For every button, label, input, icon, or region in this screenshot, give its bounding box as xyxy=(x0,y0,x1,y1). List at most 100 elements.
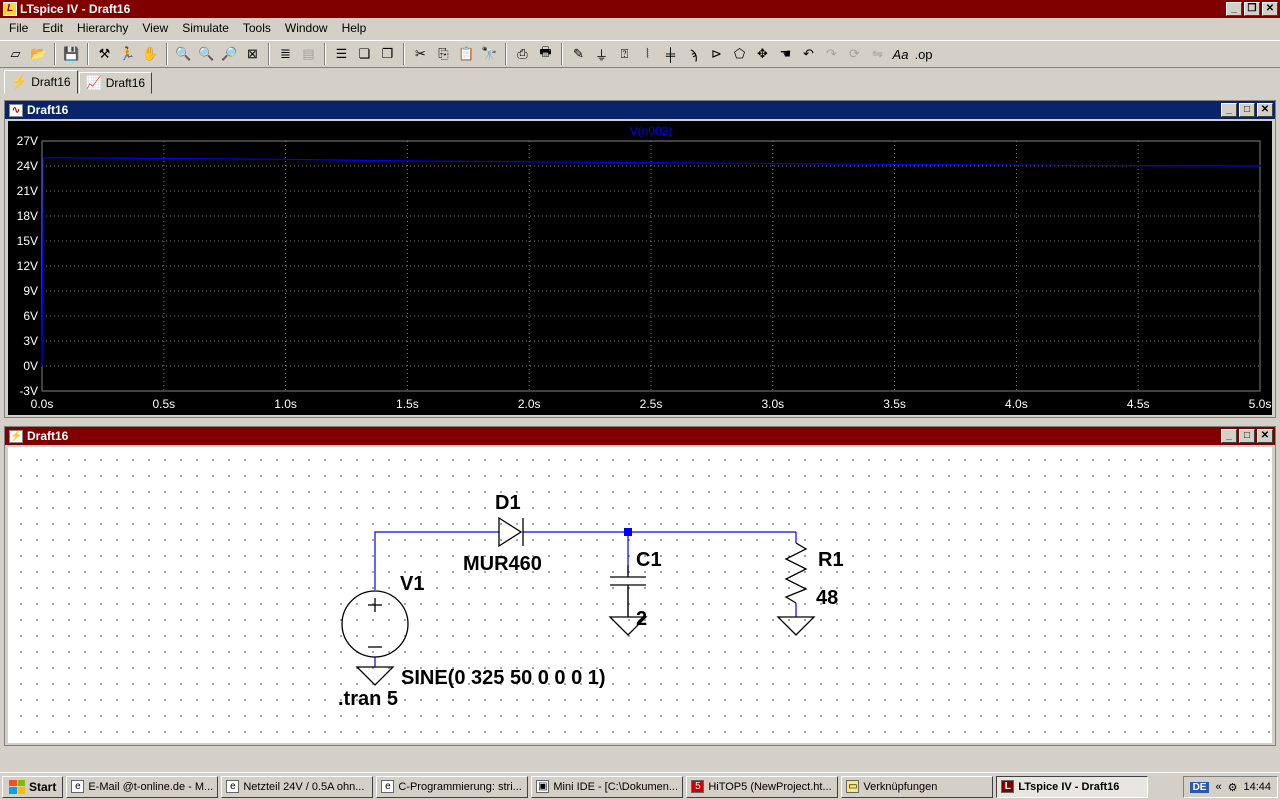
taskbar-item-mini-ide[interactable]: ▣ Mini IDE - [C:\Dokumen... xyxy=(531,775,684,798)
resistor-icon[interactable]: ⦚ xyxy=(646,46,649,61)
series-point-vn002 xyxy=(1259,165,1261,167)
save-icon[interactable]: 💾 xyxy=(63,46,80,61)
tile-horizontal-icon[interactable]: ☰ xyxy=(335,46,348,61)
drag-icon[interactable]: ☚ xyxy=(779,46,792,61)
c1-name[interactable]: C1 xyxy=(636,549,662,571)
zoom-fit-icon[interactable]: ⊠ xyxy=(247,46,258,61)
r1-name[interactable]: R1 xyxy=(818,549,844,571)
close-button[interactable]: ✕ xyxy=(1262,2,1278,16)
tray-expand-icon[interactable]: « xyxy=(1215,781,1222,793)
series-point-vn002 xyxy=(163,157,165,160)
schematic-minimize-button[interactable]: _ xyxy=(1221,429,1237,443)
undo-icon[interactable]: ↶ xyxy=(803,46,814,61)
print-icon[interactable]: 🖶 xyxy=(539,44,552,59)
open-icon[interactable]: 📂 xyxy=(30,46,47,61)
c1-value[interactable]: 2 xyxy=(636,608,647,630)
schematic-maximize-button[interactable]: □ xyxy=(1239,429,1255,443)
grid-icon[interactable]: ▤ xyxy=(302,46,315,61)
voltage-source-v1-symbol[interactable] xyxy=(341,590,409,686)
d1-name[interactable]: D1 xyxy=(495,492,521,514)
control-panel-icon[interactable]: ⚒ xyxy=(98,46,111,61)
v1-value[interactable]: SINE(0 325 50 0 0 0 1) xyxy=(401,667,606,689)
ltspice-app-icon[interactable]: L xyxy=(3,2,17,16)
tile-vertical-icon[interactable]: ❐ xyxy=(381,46,394,61)
taskbar-item-hitop5[interactable]: 5 HiTOP5 (NewProject.ht... xyxy=(686,775,839,798)
menu-file[interactable]: File xyxy=(9,21,29,35)
menu-window[interactable]: Window xyxy=(284,21,328,35)
autorange-icon[interactable]: ≣ xyxy=(280,46,291,61)
spice-directive-icon[interactable]: .op xyxy=(914,46,933,62)
pan-icon[interactable]: 🔍 xyxy=(198,46,215,61)
y-tick-label: 6V xyxy=(23,309,38,323)
v1-name[interactable]: V1 xyxy=(400,573,424,595)
move-icon[interactable]: ✥ xyxy=(757,46,768,61)
tran-directive[interactable]: .tran 5 xyxy=(338,688,398,710)
component-icon[interactable]: ⬠ xyxy=(733,46,746,61)
copy-icon[interactable]: ⎘ xyxy=(438,46,449,61)
menu-view[interactable]: View xyxy=(142,21,169,35)
new-schematic-icon[interactable]: ▱ xyxy=(10,46,21,61)
menu-tools[interactable]: Tools xyxy=(242,21,271,35)
node-junction xyxy=(624,528,632,536)
taskbar-item-c-programmierung[interactable]: e C-Programmierung: stri... xyxy=(376,775,529,798)
language-indicator[interactable]: DE xyxy=(1189,781,1210,793)
waveform-window-titlebar[interactable]: ∿ Draft16 _ □ ✕ xyxy=(5,101,1275,119)
taskbar-item-netzteil[interactable]: e Netzteil 24V / 0.5A ohn... xyxy=(221,775,374,798)
run-icon[interactable]: 🏃 xyxy=(119,46,136,61)
taskbar-item-email[interactable]: e E-Mail @t-online.de - M... xyxy=(66,775,219,798)
label-net-icon[interactable]: ⍰ xyxy=(620,46,629,61)
inductor-icon[interactable]: ϡ xyxy=(689,46,698,62)
diode-icon[interactable]: ⊳ xyxy=(711,46,722,61)
tab-schematic-draft16[interactable]: ⚡ Draft16 xyxy=(4,70,78,94)
taskbar-item-ltspice[interactable]: L LTspice IV - Draft16 xyxy=(996,775,1149,798)
paste-icon[interactable]: 📋 xyxy=(458,46,475,61)
halt-icon[interactable]: ✋ xyxy=(142,46,159,61)
diode-d1-symbol[interactable] xyxy=(498,516,524,548)
mirror-icon[interactable]: ⇋ xyxy=(872,46,883,61)
wires[interactable] xyxy=(374,531,797,667)
menu-hierarchy[interactable]: Hierarchy xyxy=(77,21,129,35)
ground-icon[interactable]: ⏚ xyxy=(594,47,608,63)
text-icon[interactable]: Aa xyxy=(892,46,909,62)
windows-logo-icon xyxy=(9,779,25,794)
start-button[interactable]: Start xyxy=(2,775,64,798)
waveform-minimize-button[interactable]: _ xyxy=(1221,103,1237,117)
minimize-button[interactable]: _ xyxy=(1226,2,1242,16)
cascade-icon[interactable]: ❏ xyxy=(358,46,371,61)
capacitor-c1-symbol[interactable] xyxy=(608,565,648,636)
find-icon[interactable]: 🔭 xyxy=(481,46,498,61)
d1-value[interactable]: MUR460 xyxy=(463,553,542,575)
tray-app-icon[interactable]: ⚙ xyxy=(1227,781,1238,794)
r1-value[interactable]: 48 xyxy=(816,587,838,609)
cut-icon[interactable]: ✂ xyxy=(415,46,426,61)
ide-icon: ▣ xyxy=(536,780,550,793)
waveform-close-button[interactable]: ✕ xyxy=(1257,103,1273,117)
series-point-vn002 xyxy=(650,162,652,164)
series-point-vn002 xyxy=(528,161,530,163)
menu-simulate[interactable]: Simulate xyxy=(182,21,229,35)
x-tick-label: 5.0s xyxy=(1249,397,1272,411)
resistor-r1-symbol[interactable] xyxy=(776,542,816,636)
capacitor-icon[interactable]: ╪ xyxy=(665,46,676,62)
redo-icon[interactable]: ↷ xyxy=(826,46,837,61)
restore-button[interactable]: ❐ xyxy=(1244,2,1260,16)
tab-waveform-draft16[interactable]: 📈 Draft16 xyxy=(78,72,153,94)
trace-label[interactable]: V(n002) xyxy=(630,124,673,138)
zoom-in-icon[interactable]: 🔍 xyxy=(175,46,192,61)
menu-help[interactable]: Help xyxy=(341,21,367,35)
taskbar-item-verknuepfungen[interactable]: ▭ Verknüpfungen xyxy=(841,775,994,798)
waveform-maximize-button[interactable]: □ xyxy=(1239,103,1255,117)
print-setup-icon[interactable]: ⎙ xyxy=(517,46,528,61)
schematic-drawing[interactable]: D1 MUR460 C1 2 R1 48 xyxy=(8,447,1272,743)
wire-icon[interactable]: ✎ xyxy=(573,46,584,61)
schematic-close-button[interactable]: ✕ xyxy=(1257,429,1273,443)
rotate-icon[interactable]: ⟳ xyxy=(849,46,860,61)
schematic-window-titlebar[interactable]: ⚡ Draft16 _ □ ✕ xyxy=(5,427,1275,445)
y-tick-label: 18V xyxy=(17,209,38,223)
schematic-canvas[interactable]: D1 MUR460 C1 2 R1 48 xyxy=(8,447,1272,743)
menu-edit[interactable]: Edit xyxy=(42,21,64,35)
zoom-out-icon[interactable]: 🔎 xyxy=(221,46,238,61)
